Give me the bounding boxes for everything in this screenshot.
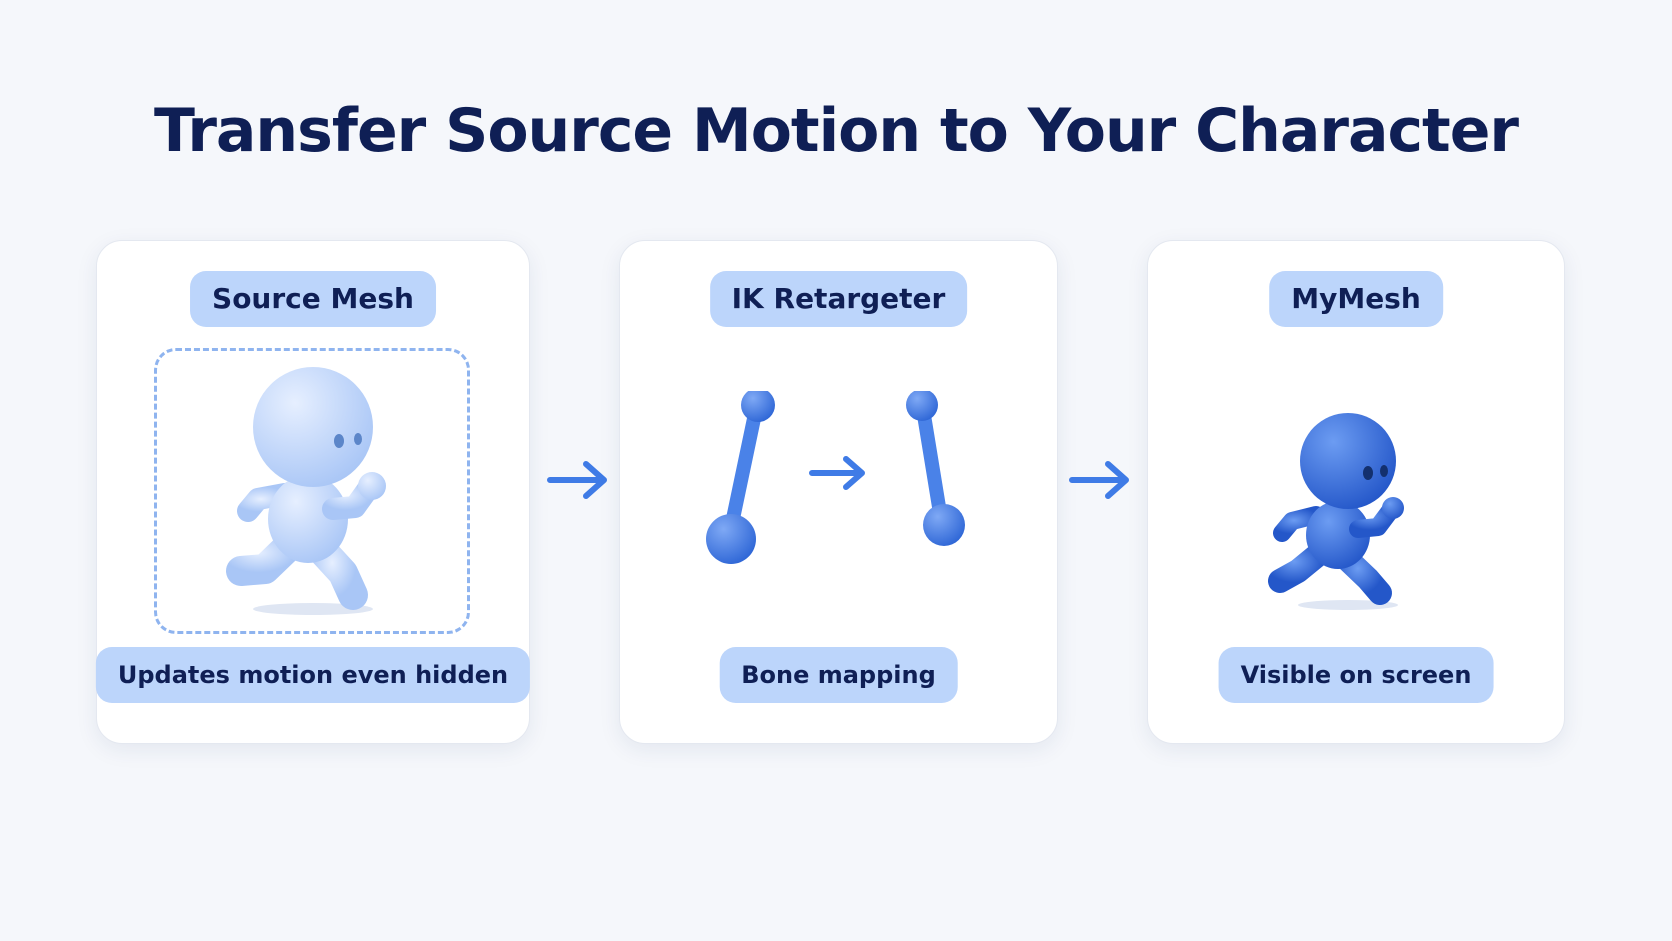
arrow-right-icon: [547, 461, 607, 499]
source-mesh-card: Source Mesh Updates motion even hidden: [95, 240, 531, 744]
ghost-character-icon: [226, 367, 386, 615]
ik-retargeter-label: IK Retargeter: [709, 271, 968, 327]
arrow-right-icon: [1069, 461, 1129, 499]
source-mesh-label: Source Mesh: [190, 271, 436, 327]
ik-retargeter-caption: Bone mapping: [719, 647, 958, 703]
ik-retargeter-card: IK Retargeter Bone mapping: [619, 240, 1058, 744]
source-mesh-caption: Updates motion even hidden: [95, 647, 531, 703]
mymesh-card: MyMesh Visible on screen: [1147, 240, 1565, 744]
page-title: Transfer Source Motion to Your Character: [154, 96, 1519, 166]
bone-mapping-icon: [706, 391, 965, 564]
hidden-bounds-frame: [154, 348, 470, 634]
character-icon: [1268, 413, 1404, 610]
mymesh-caption: Visible on screen: [1218, 647, 1494, 703]
mymesh-label: MyMesh: [1269, 271, 1443, 327]
